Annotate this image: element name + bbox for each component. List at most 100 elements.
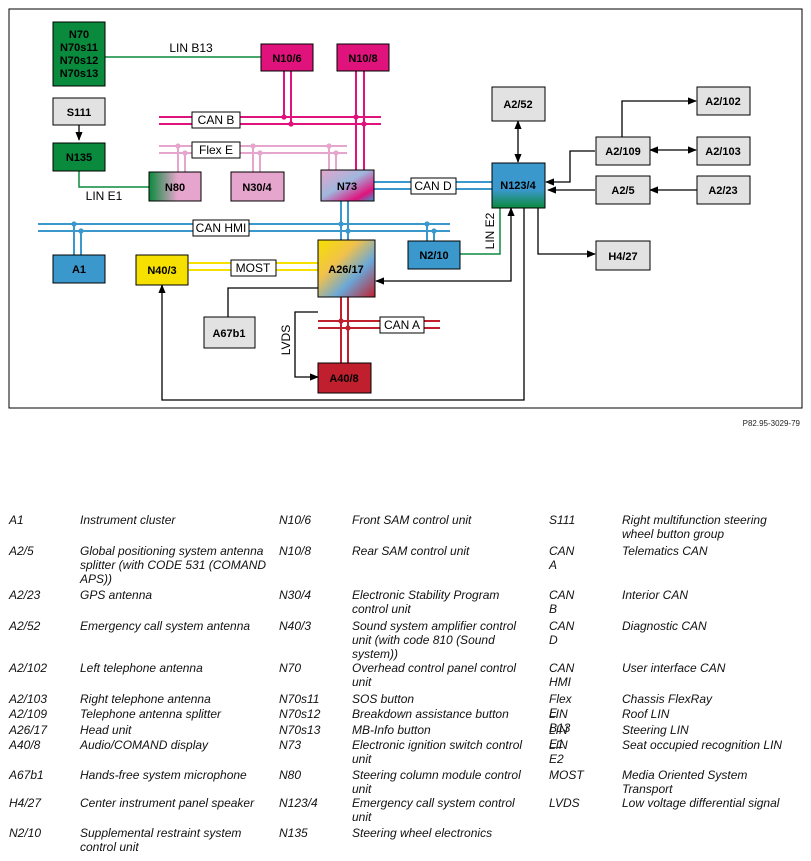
- bus-label-can-a: CAN A: [379, 316, 425, 334]
- svg-text:N70s11: N70s11: [60, 42, 98, 54]
- node-a26-17: A26/17: [317, 239, 376, 298]
- legend-code: H4/27: [9, 796, 42, 810]
- legend-code: N73: [279, 738, 302, 752]
- legend-code: LIN B13: [549, 707, 571, 735]
- bus-label-flex-e: Flex E: [191, 141, 241, 159]
- legend-description: GPS antenna: [80, 588, 153, 602]
- legend-description: Interior CAN: [622, 588, 689, 602]
- legend-description: Front SAM control unit: [352, 513, 472, 527]
- node-n70: N70 N70s11 N70s12 N70s13: [52, 21, 106, 87]
- legend-code: LIN E1: [549, 723, 568, 751]
- legend-code: N70: [279, 661, 302, 675]
- svg-text:A67b1: A67b1: [212, 328, 245, 340]
- svg-text:LIN E2: LIN E2: [483, 212, 497, 249]
- legend-description: Chassis FlexRay: [622, 692, 713, 706]
- legend-code: N2/10: [9, 826, 42, 840]
- legend-code: A2/23: [9, 588, 41, 602]
- legend-code: CAN B: [549, 588, 575, 616]
- node-n2-10: N2/10: [407, 240, 461, 270]
- svg-text:MOST: MOST: [236, 261, 271, 275]
- legend-code: A2/102: [9, 661, 48, 675]
- legend-description: Emergency call system antenna: [80, 619, 251, 633]
- node-n10-8: N10/8: [336, 43, 390, 72]
- bus-label-lin-e2: LIN E2: [483, 212, 497, 249]
- legend-code: CAN HMI: [549, 661, 575, 689]
- legend-code: Flex E: [549, 692, 572, 720]
- svg-text:N2/10: N2/10: [419, 250, 448, 262]
- bus-label-lin-e1: LIN E1: [86, 189, 123, 203]
- svg-text:A2/109: A2/109: [605, 146, 640, 158]
- svg-text:LIN E1: LIN E1: [86, 189, 123, 203]
- legend-code: MOST: [549, 768, 584, 782]
- svg-text:LIN B13: LIN B13: [169, 41, 213, 55]
- legend-description: Steering wheel electronics: [352, 826, 493, 840]
- svg-text:N80: N80: [165, 182, 185, 194]
- legend-description: Telephone antenna splitter: [80, 707, 221, 721]
- node-n10-6: N10/6: [260, 43, 314, 72]
- svg-text:A2/23: A2/23: [708, 185, 737, 197]
- legend-code: N70s11: [279, 692, 320, 706]
- legend-code: LVDS: [549, 796, 580, 810]
- legend-code: N40/3: [279, 619, 312, 633]
- legend-description: Telematics CAN: [622, 544, 708, 558]
- legend-description: Center instrument panel speaker: [80, 796, 255, 810]
- node-h4-27: H4/27: [595, 240, 651, 271]
- svg-text:N70s13: N70s13: [60, 68, 99, 80]
- svg-text:A40/8: A40/8: [329, 373, 358, 385]
- legend-code: N80: [279, 768, 302, 782]
- node-s111: S111: [52, 97, 106, 126]
- network-topology-diagram: N70 N70s11 N70s12 N70s13 N10/6 N10/8 S11…: [8, 8, 803, 409]
- legend-description: Diagnostic CAN: [622, 619, 707, 633]
- legend-description: Breakdown assistance button: [352, 707, 509, 721]
- svg-text:Flex E: Flex E: [199, 143, 233, 157]
- legend-code: A2/52: [9, 619, 41, 633]
- node-n40-3: N40/3: [135, 254, 189, 286]
- legend-description: Supplemental restraint system control un…: [80, 826, 242, 854]
- bus-label-can-hmi: CAN HMI: [192, 219, 250, 237]
- legend-code: N10/6: [279, 513, 312, 527]
- bus-label-can-b: CAN B: [191, 111, 241, 129]
- node-n123-4: N123/4: [491, 162, 546, 209]
- svg-text:S111: S111: [67, 107, 91, 119]
- legend-description: Rear SAM control unit: [352, 544, 470, 558]
- node-a67b1: A67b1: [203, 316, 256, 349]
- svg-text:N40/3: N40/3: [147, 265, 176, 277]
- svg-text:N70: N70: [69, 29, 89, 41]
- svg-text:CAN A: CAN A: [384, 318, 420, 332]
- node-a2-102: A2/102: [696, 86, 751, 116]
- svg-text:LVDS: LVDS: [279, 325, 293, 355]
- legend-description: Sound system amplifier control unit (wit…: [352, 619, 517, 661]
- svg-text:CAN B: CAN B: [198, 113, 235, 127]
- legend-code: A67b1: [9, 768, 44, 782]
- signal-arrows: [75, 97, 697, 401]
- svg-text:A2/103: A2/103: [705, 146, 740, 158]
- svg-text:A26/17: A26/17: [328, 264, 363, 276]
- svg-text:N70s12: N70s12: [60, 55, 99, 67]
- diagram-frame: [8, 8, 803, 409]
- legend-code: CAN A: [549, 544, 575, 572]
- legend-description: Instrument cluster: [80, 513, 176, 527]
- legend-description: Emergency call system control unit: [352, 796, 515, 824]
- svg-text:A1: A1: [72, 264, 86, 276]
- svg-text:N123/4: N123/4: [500, 180, 536, 192]
- legend-description: Seat occupied recognition LIN: [622, 738, 783, 752]
- legend-description: Right telephone antenna: [80, 692, 211, 706]
- legend-description: Electronic Stability Program control uni…: [352, 588, 500, 616]
- svg-text:A2/5: A2/5: [611, 185, 634, 197]
- svg-text:N10/8: N10/8: [348, 53, 377, 65]
- legend-code: A40/8: [9, 738, 41, 752]
- legend-description: User interface CAN: [622, 661, 726, 675]
- lin-e1-line: [78, 171, 149, 188]
- legend-description: Electronic ignition switch control unit: [352, 738, 523, 766]
- svg-text:N10/6: N10/6: [272, 53, 301, 65]
- bus-label-most: MOST: [230, 259, 277, 277]
- svg-text:A2/52: A2/52: [503, 99, 532, 111]
- legend-code: N135: [279, 826, 308, 840]
- node-a2-23: A2/23: [696, 175, 751, 205]
- node-n135: N135: [52, 142, 106, 172]
- node-a2-5: A2/5: [595, 175, 651, 205]
- legend-code: N30/4: [279, 588, 312, 602]
- legend-description: Roof LIN: [622, 707, 670, 721]
- legend-description: Media Oriented System Transport: [622, 768, 748, 796]
- legend-code: A26/17: [9, 723, 48, 737]
